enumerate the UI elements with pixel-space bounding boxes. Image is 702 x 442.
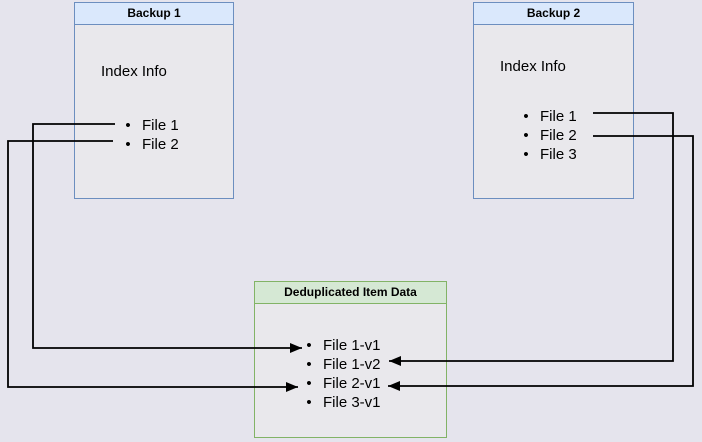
bullet-icon: • — [306, 394, 312, 411]
list-item-label: File 1-v1 — [323, 337, 381, 354]
bullet-icon: • — [523, 108, 529, 125]
list-item-label: File 1 — [540, 108, 577, 125]
bullet-icon: • — [523, 146, 529, 163]
list-item-label: File 2 — [142, 136, 179, 153]
list-item: • File 1 — [518, 107, 577, 126]
backup2-title: Backup 2 — [474, 3, 633, 25]
bullet-icon: • — [306, 375, 312, 392]
backup1-title: Backup 1 — [75, 3, 233, 25]
backup1-file-list: • File 1 • File 2 — [120, 116, 179, 154]
list-item: • File 1-v2 — [301, 355, 381, 374]
list-item-label: File 1 — [142, 117, 179, 134]
bullet-icon: • — [306, 337, 312, 354]
bullet-icon: • — [125, 136, 131, 153]
list-item-label: File 1-v2 — [323, 356, 381, 373]
list-item: • File 1-v1 — [301, 336, 381, 355]
list-item-label: File 3-v1 — [323, 394, 381, 411]
backup2-file-list: • File 1 • File 2 • File 3 — [518, 107, 577, 164]
list-item-label: File 3 — [540, 146, 577, 163]
list-item-label: File 2-v1 — [323, 375, 381, 392]
backup1-index-info-label: Index Info — [101, 63, 167, 80]
bullet-icon: • — [523, 127, 529, 144]
bullet-icon: • — [125, 117, 131, 134]
deduplicated-item-data-box: Deduplicated Item Data • File 1-v1 • File 1… — [254, 281, 447, 438]
backup2-box: Backup 2 Index Info • File 1 • File 2 • File … — [473, 2, 634, 199]
list-item-label: File 2 — [540, 127, 577, 144]
dedup-title: Deduplicated Item Data — [255, 282, 446, 304]
list-item: • File 2 — [518, 126, 577, 145]
backup2-index-info-label: Index Info — [500, 58, 566, 75]
list-item: • File 3-v1 — [301, 393, 381, 412]
list-item: • File 3 — [518, 145, 577, 164]
bullet-icon: • — [306, 356, 312, 373]
dedup-file-list: • File 1-v1 • File 1-v2 • File 2-v1 • File 3-v1 — [301, 336, 381, 412]
list-item: • File 2-v1 — [301, 374, 381, 393]
list-item: • File 1 — [120, 116, 179, 135]
backup1-box: Backup 1 Index Info • File 1 • File 2 — [74, 2, 234, 199]
list-item: • File 2 — [120, 135, 179, 154]
